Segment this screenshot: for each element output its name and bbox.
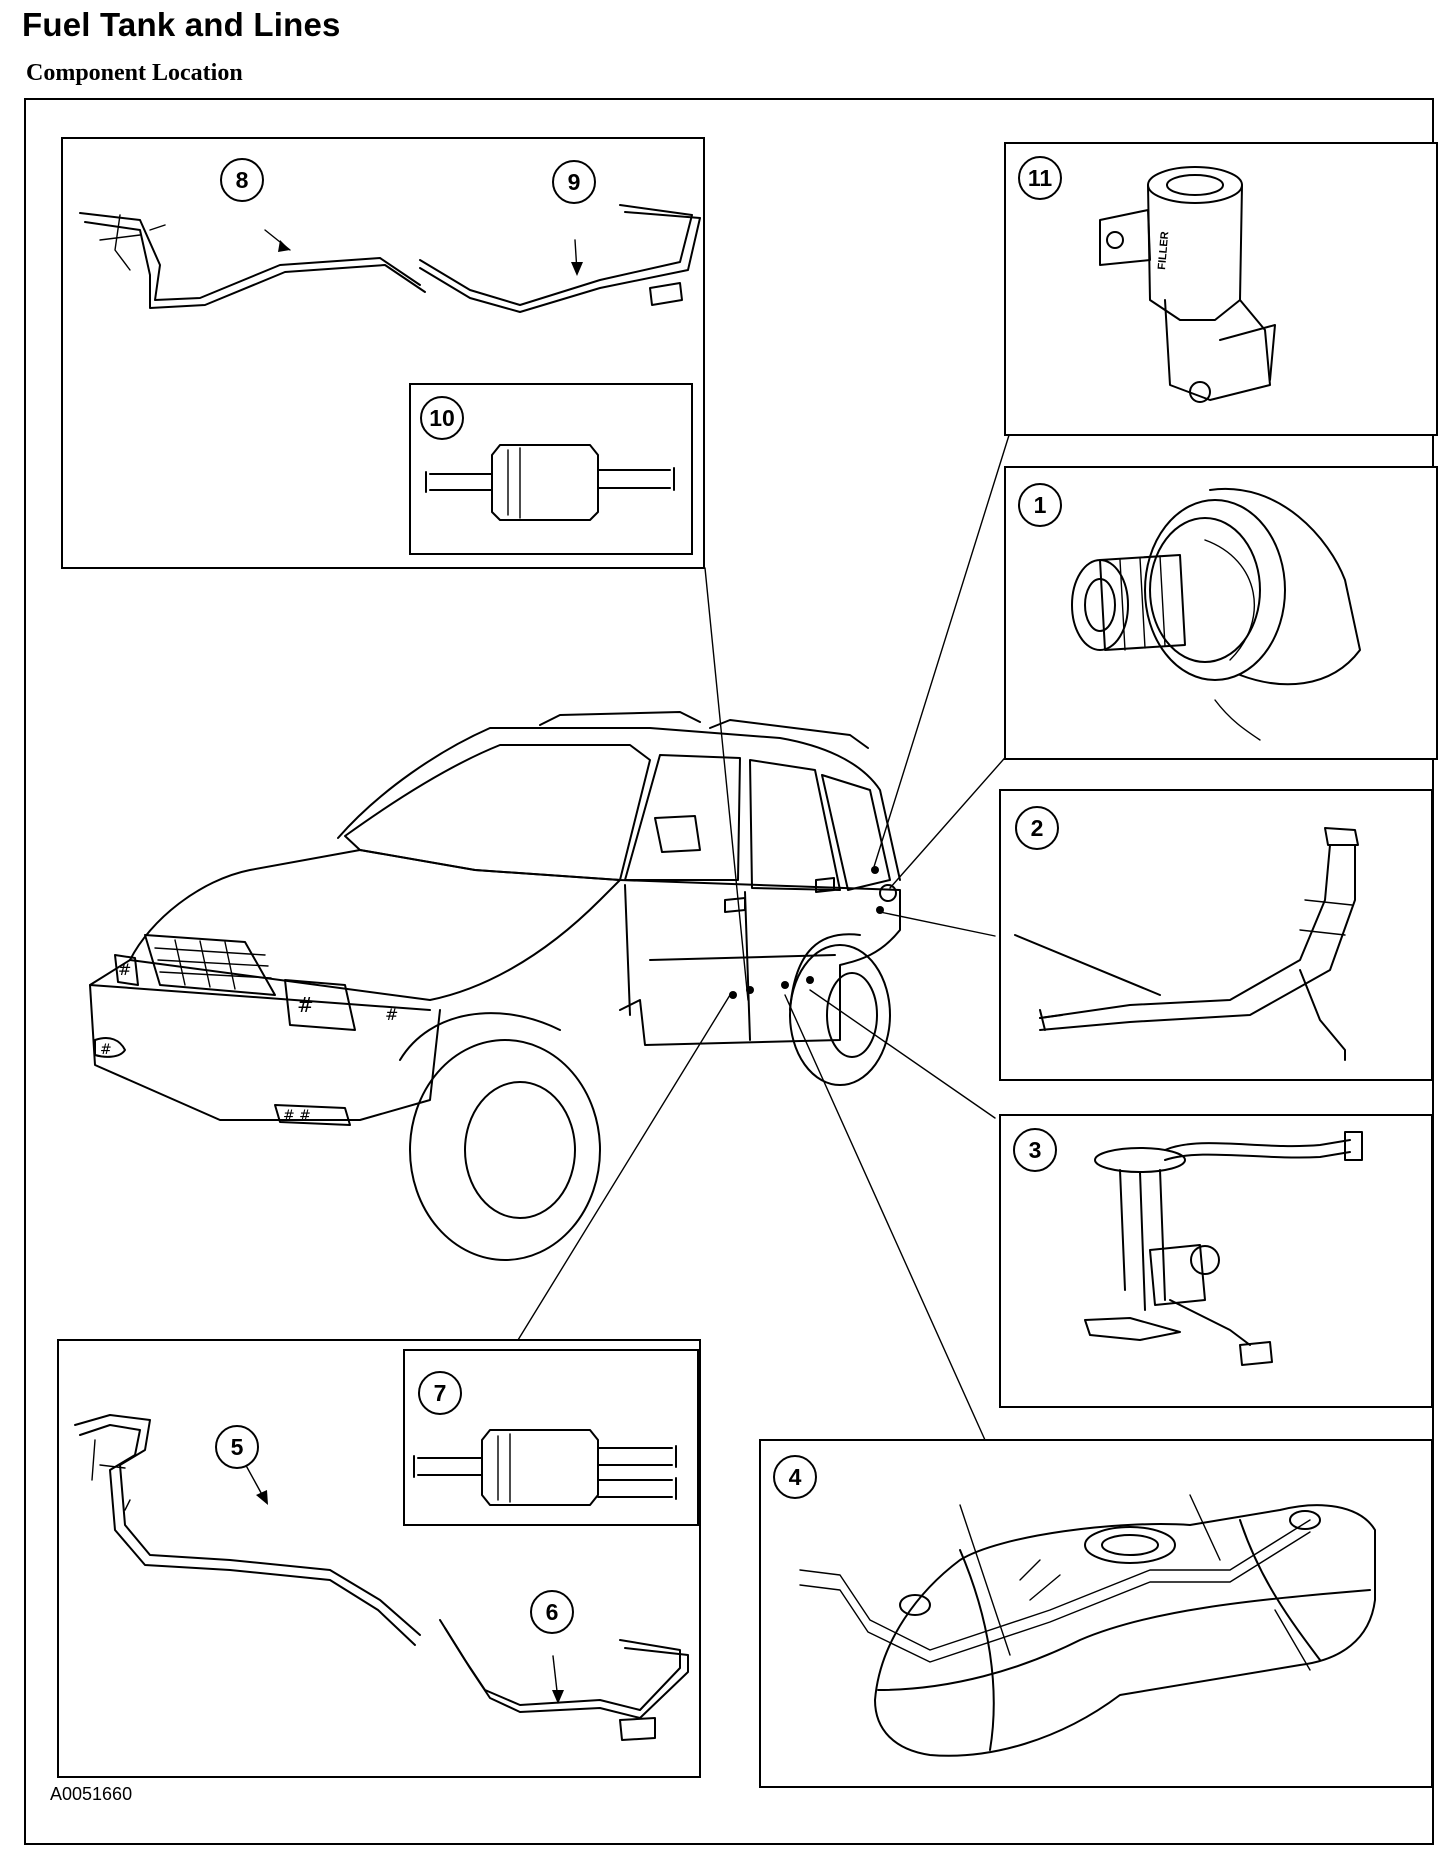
callout-9-circle (552, 160, 596, 204)
vehicle-illustration: # # # # # # (89, 711, 901, 1261)
callout-11-circle (1018, 156, 1062, 200)
figure-id: A0051660 (50, 1784, 133, 1804)
panel-fuel-filler-door-1: 1 (1004, 466, 1438, 760)
svg-text:#: # (297, 993, 314, 1017)
leader-1 (889, 751, 1011, 889)
svg-text:#: # (100, 1042, 112, 1058)
callout-6: 6 (546, 1599, 559, 1625)
callout-1-circle (1018, 483, 1062, 527)
leader-11 (872, 431, 1011, 871)
svg-text:#: # (118, 960, 131, 979)
panel-filler-pipe-2: 2 (999, 789, 1433, 1081)
leader-5-6 (517, 994, 731, 1341)
page-subtitle: Component Location (26, 60, 243, 86)
callout-4-circle (773, 1455, 817, 1499)
valve-marking: FILLER (1156, 231, 1171, 270)
callout-10: 10 (429, 405, 455, 431)
callout-11: 11 (1028, 165, 1053, 191)
callout-10-circle (420, 396, 464, 440)
callout-3-circle (1013, 1128, 1057, 1172)
callout-3: 3 (1029, 1137, 1042, 1163)
panel-fuel-filter-10: 10 (409, 383, 693, 555)
callout-9: 9 (568, 169, 581, 195)
svg-text:#: # (385, 1005, 398, 1024)
callout-1: 1 (1034, 492, 1047, 518)
panel-fuel-tank-4: 4 (759, 1439, 1433, 1788)
callout-6-circle (530, 1590, 574, 1634)
leader-8-9 (704, 567, 749, 1001)
callout-2: 2 (1031, 815, 1044, 841)
callout-8-circle (220, 158, 264, 202)
callout-5-circle (215, 1425, 259, 1469)
callout-2-circle (1015, 806, 1059, 850)
callout-5: 5 (231, 1434, 244, 1460)
callout-4: 4 (789, 1464, 802, 1490)
leader-3 (809, 989, 996, 1119)
leader-4 (784, 994, 986, 1441)
callout-8: 8 (236, 167, 249, 193)
callout-7: 7 (434, 1380, 447, 1406)
panel-fuel-pump-sender-3: 3 (999, 1114, 1433, 1408)
panel-filler-pipe-valve-11: 11 FILLER (1004, 142, 1438, 436)
panel-fuel-filter-7: 7 (403, 1349, 699, 1526)
callout-7-circle (418, 1371, 462, 1415)
svg-text:# #: # # (283, 1108, 311, 1124)
page-title: Fuel Tank and Lines (22, 6, 341, 43)
